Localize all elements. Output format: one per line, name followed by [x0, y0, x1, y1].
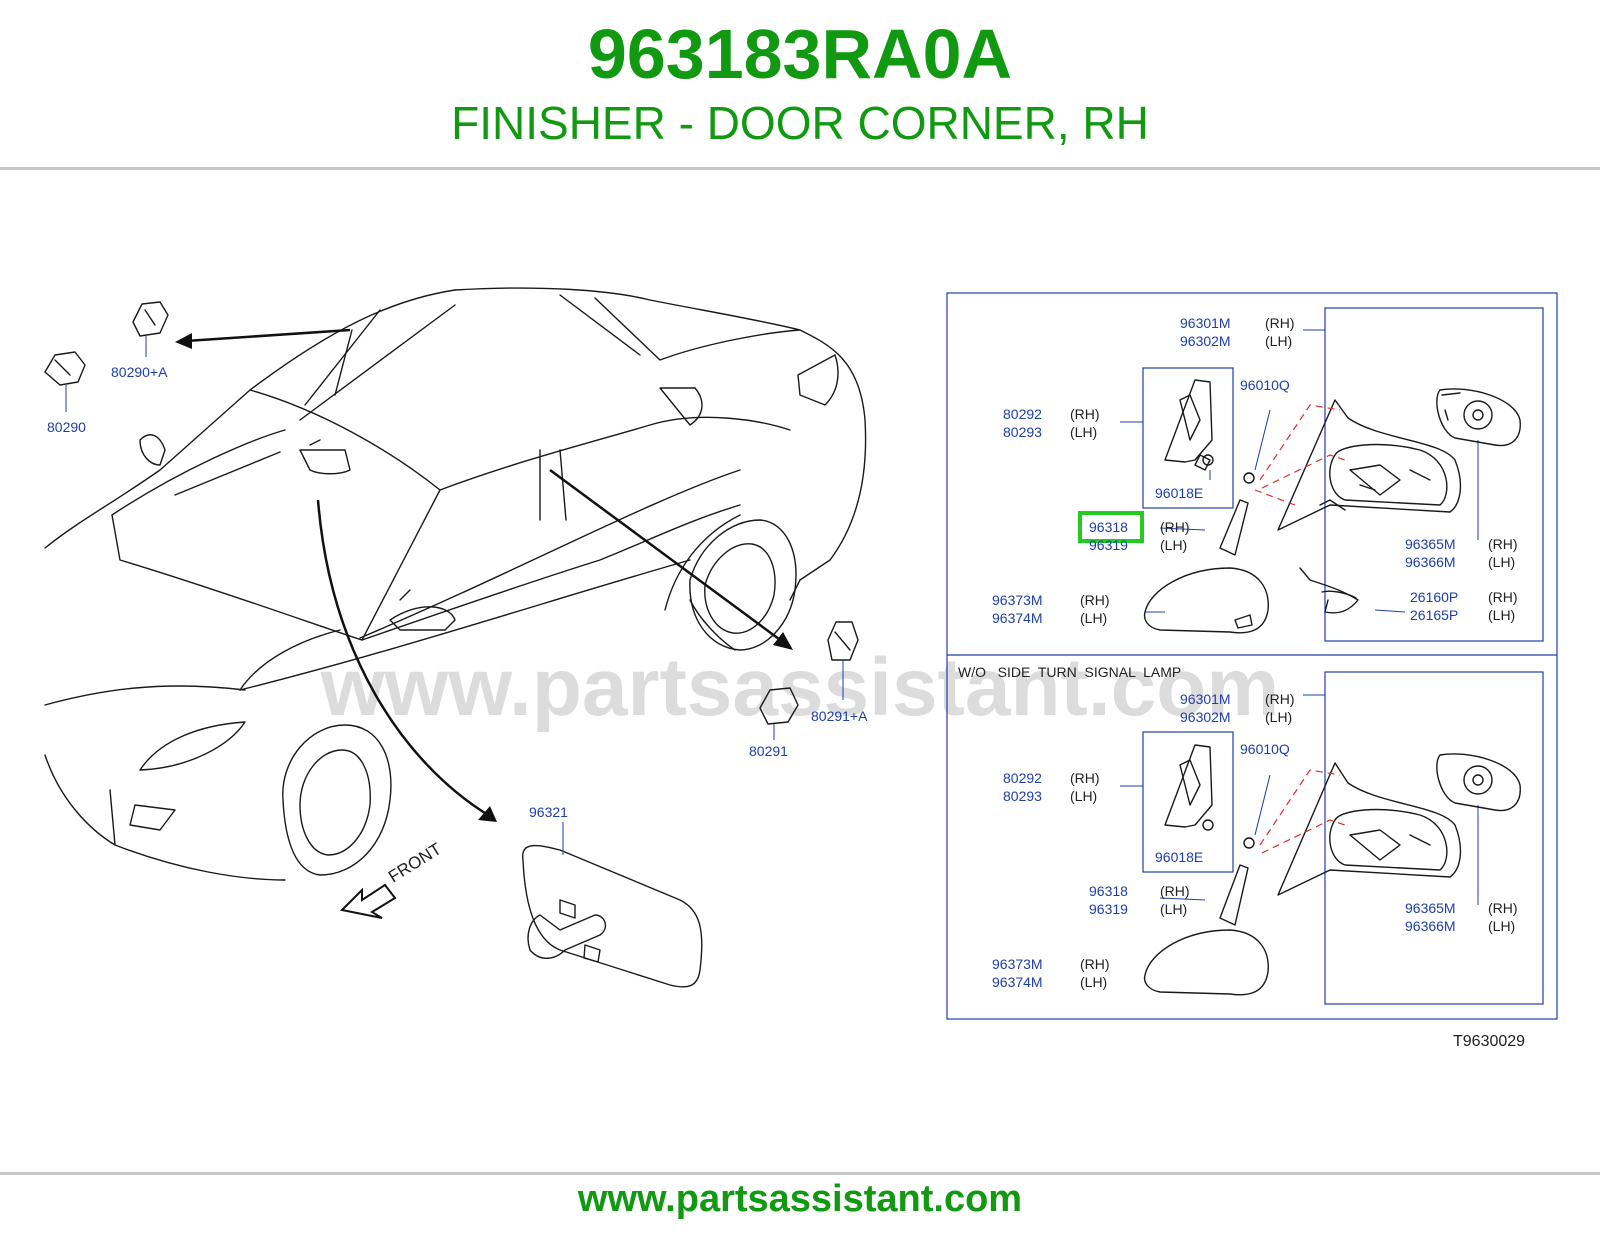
label-96301m: 96301M — [1180, 691, 1231, 707]
label-96018e: 96018E — [1155, 485, 1203, 501]
callout-80291-a: 80291+A — [811, 708, 868, 724]
figure-code: T9630029 — [1453, 1033, 1525, 1050]
label-96302m: 96302M — [1180, 709, 1231, 725]
callout-80291: 80291 — [749, 743, 788, 759]
label-26165p: 26165P — [1410, 607, 1458, 623]
side-rh: (RH) — [1488, 589, 1518, 605]
label-96319: 96319 — [1089, 901, 1128, 917]
side-lh: (LH) — [1080, 974, 1107, 990]
parts-diagram: www.partsassistant.com — [44, 287, 1558, 1050]
clip-80290-icon — [44, 351, 86, 386]
side-rh: (RH) — [1070, 406, 1100, 422]
side-rh: (RH) — [1488, 900, 1518, 916]
panel-b-title: W/O SIDE TURN SIGNAL LAMP — [958, 664, 1181, 680]
side-rh: (RH) — [1080, 956, 1110, 972]
part-number-title: 963183RA0A — [587, 15, 1013, 93]
label-96010q: 96010Q — [1240, 377, 1290, 393]
label-80293: 80293 — [1003, 788, 1042, 804]
label-96318-highlighted[interactable]: 96318 — [1089, 519, 1128, 535]
pointer-arrows — [175, 328, 793, 822]
label-96018e: 96018E — [1155, 849, 1203, 865]
side-rh: (RH) — [1160, 883, 1190, 899]
nut-96010q-icon — [1243, 472, 1255, 484]
side-rh: (RH) — [1080, 592, 1110, 608]
label-96301m: 96301M — [1180, 315, 1231, 331]
clip-80291a-icon — [827, 621, 859, 661]
label-96365m: 96365M — [1405, 536, 1456, 552]
rear-view-mirror-icon — [522, 844, 703, 988]
label-80292: 80292 — [1003, 770, 1042, 786]
label-26160p: 26160P — [1410, 589, 1458, 605]
side-lh: (LH) — [1488, 918, 1515, 934]
label-96366m: 96366M — [1405, 554, 1456, 570]
side-lh: (LH) — [1488, 607, 1515, 623]
side-lh: (LH) — [1160, 901, 1187, 917]
side-lh: (LH) — [1488, 554, 1515, 570]
side-lh: (LH) — [1265, 333, 1292, 349]
side-rh: (RH) — [1265, 315, 1295, 331]
callout-80290: 80290 — [47, 419, 86, 435]
label-96318: 96318 — [1089, 883, 1128, 899]
side-lh: (LH) — [1080, 610, 1107, 626]
watermark-text: www.partsassistant.com — [320, 642, 1280, 733]
side-lh: (LH) — [1070, 788, 1097, 804]
clip-80290a-icon — [132, 301, 169, 337]
label-96374m: 96374M — [992, 974, 1043, 990]
mirror-cover-icon — [1143, 567, 1269, 634]
side-rh: (RH) — [1160, 519, 1190, 535]
side-lh: (LH) — [1070, 424, 1097, 440]
label-96366m: 96366M — [1405, 918, 1456, 934]
front-label: FRONT — [385, 839, 445, 886]
label-96373m: 96373M — [992, 592, 1043, 608]
side-rh: (RH) — [1488, 536, 1518, 552]
turn-signal-lamp-icon — [1299, 567, 1359, 614]
label-80293: 80293 — [1003, 424, 1042, 440]
front-arrow-icon — [339, 883, 397, 919]
side-rh: (RH) — [1070, 770, 1100, 786]
panel-without-turn-signal: W/O SIDE TURN SIGNAL LAMP 96301M — [958, 664, 1544, 1005]
door-corner-finisher-icon — [1219, 499, 1249, 556]
label-80292: 80292 — [1003, 406, 1042, 422]
footer-website-link[interactable]: www.partsassistant.com — [577, 1178, 1023, 1220]
label-96319: 96319 — [1089, 537, 1128, 553]
highlight-96318-box[interactable] — [1078, 511, 1144, 543]
label-96302m: 96302M — [1180, 333, 1231, 349]
label-96365m: 96365M — [1405, 900, 1456, 916]
side-rh: (RH) — [1265, 691, 1295, 707]
callout-80290-a: 80290+A — [111, 364, 168, 380]
side-lh: (LH) — [1160, 537, 1187, 553]
label-96373m: 96373M — [992, 956, 1043, 972]
side-lh: (LH) — [1265, 709, 1292, 725]
footer-divider — [0, 1172, 1600, 1175]
car-illustration — [44, 287, 867, 881]
panel-with-turn-signal: 96301M (RH) 96302M (LH) 80292 (RH) 80293… — [992, 307, 1544, 642]
label-96374m: 96374M — [992, 610, 1043, 626]
header-divider — [0, 167, 1600, 170]
part-description: FINISHER - DOOR CORNER, RH — [451, 97, 1149, 149]
panel-outer-frame — [946, 292, 1558, 1020]
clip-80291-icon — [759, 687, 799, 725]
callout-96321: 96321 — [529, 804, 568, 820]
label-96010q: 96010Q — [1240, 741, 1290, 757]
